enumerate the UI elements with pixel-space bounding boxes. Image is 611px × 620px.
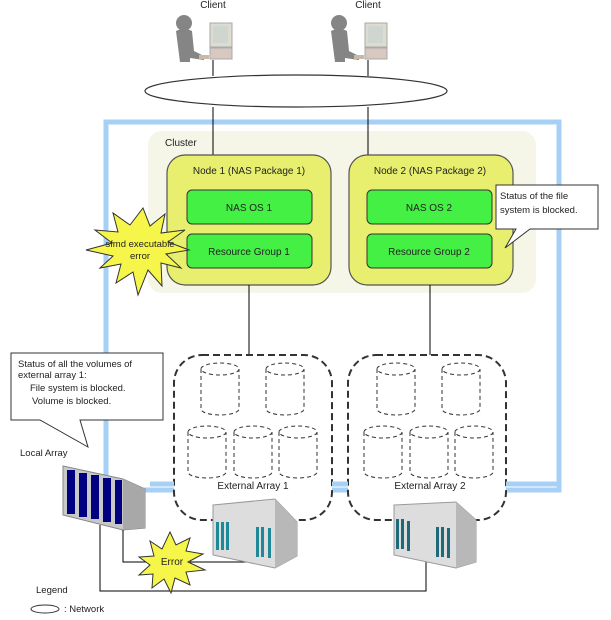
computer-icon: [354, 22, 388, 60]
cluster-label: Cluster: [165, 138, 197, 149]
local-array-label: Local Array: [20, 448, 68, 459]
client-1-label: Client: [200, 0, 226, 11]
volume-icon-top: [363, 425, 403, 439]
node-1-os: NAS OS 1: [226, 203, 273, 214]
external-array-1-label: External Array 1: [217, 481, 289, 492]
node-2-status-line-2: system is blocked.: [500, 205, 578, 216]
node-2-resource-group: Resource Group 2: [388, 247, 470, 258]
local-array-icon: [62, 465, 146, 531]
legend-title: Legend: [36, 585, 68, 596]
external-array-2: External Array 2: [347, 354, 507, 521]
volume-icon: [376, 369, 416, 416]
external-status-line-4: Volume is blocked.: [32, 396, 111, 407]
external-status-line-1: Status of all the volumes of: [18, 359, 132, 370]
volume-icon: [200, 369, 240, 416]
volume-icon-top: [278, 425, 318, 439]
node-1: Node 1 (NAS Package 1) NAS OS 1 Resource…: [166, 154, 332, 286]
volume-icon-top: [376, 362, 416, 376]
volume-icon: [454, 432, 494, 479]
client-1: Client: [176, 0, 233, 62]
computer-icon: [199, 22, 233, 60]
node-2: Node 2 (NAS Package 2) NAS OS 2 Resource…: [348, 154, 514, 286]
client-2-label: Client: [355, 0, 381, 11]
external-status-line-2: external array 1:: [18, 370, 87, 381]
volume-icon: [363, 432, 403, 479]
sfmd-error-line-2: error: [130, 251, 150, 262]
volume-icon-top: [265, 362, 305, 376]
external-array-1-hardware-icon: [212, 498, 298, 569]
volume-icon-top: [454, 425, 494, 439]
volume-icon-top: [200, 362, 240, 376]
legend-network-label: : Network: [64, 604, 104, 615]
local-to-external1-link: [122, 530, 151, 563]
external-array-2-hardware-icon: [393, 501, 477, 569]
volume-icon: [278, 432, 318, 479]
volume-icon-top: [441, 362, 481, 376]
volume-icon-top: [233, 425, 273, 439]
link-error-label: Error: [161, 557, 184, 568]
external-status-line-3: File system is blocked.: [30, 383, 126, 394]
volume-icon: [187, 432, 227, 479]
sfmd-error-starburst: sfmd executable error: [85, 206, 191, 297]
volume-icon: [265, 369, 305, 416]
node-2-status-callout: Status of the file system is blocked.: [495, 184, 599, 249]
person-icon: [176, 15, 204, 62]
volume-icons: [187, 362, 318, 479]
external-array-1: External Array 1: [173, 354, 333, 521]
local-to-external2-link: [99, 525, 427, 592]
volume-icon: [233, 432, 273, 479]
cluster-boundary: [103, 119, 562, 493]
node-1-resource-group: Resource Group 1: [208, 247, 290, 258]
volume-icon: [409, 432, 449, 479]
node-2-title: Node 2 (NAS Package 2): [374, 166, 486, 177]
volume-icon-top: [409, 425, 449, 439]
legend-network-icon: [30, 604, 60, 614]
node-2-status-line-1: Status of the file: [500, 191, 568, 202]
node-2-os: NAS OS 2: [406, 203, 453, 214]
link-error-starburst: Error: [137, 530, 207, 595]
sfmd-error-line-1: sfmd executable: [105, 239, 174, 250]
person-icon: [331, 15, 359, 62]
network-ellipse: [144, 74, 448, 108]
volume-icon-top: [187, 425, 227, 439]
volume-icons: [363, 362, 494, 479]
external-array-status-callout: Status of all the volumes of external ar…: [10, 352, 164, 449]
client-2: Client: [331, 0, 388, 62]
node-1-title: Node 1 (NAS Package 1): [193, 166, 305, 177]
external-array-2-label: External Array 2: [394, 481, 466, 492]
volume-icon: [441, 369, 481, 416]
